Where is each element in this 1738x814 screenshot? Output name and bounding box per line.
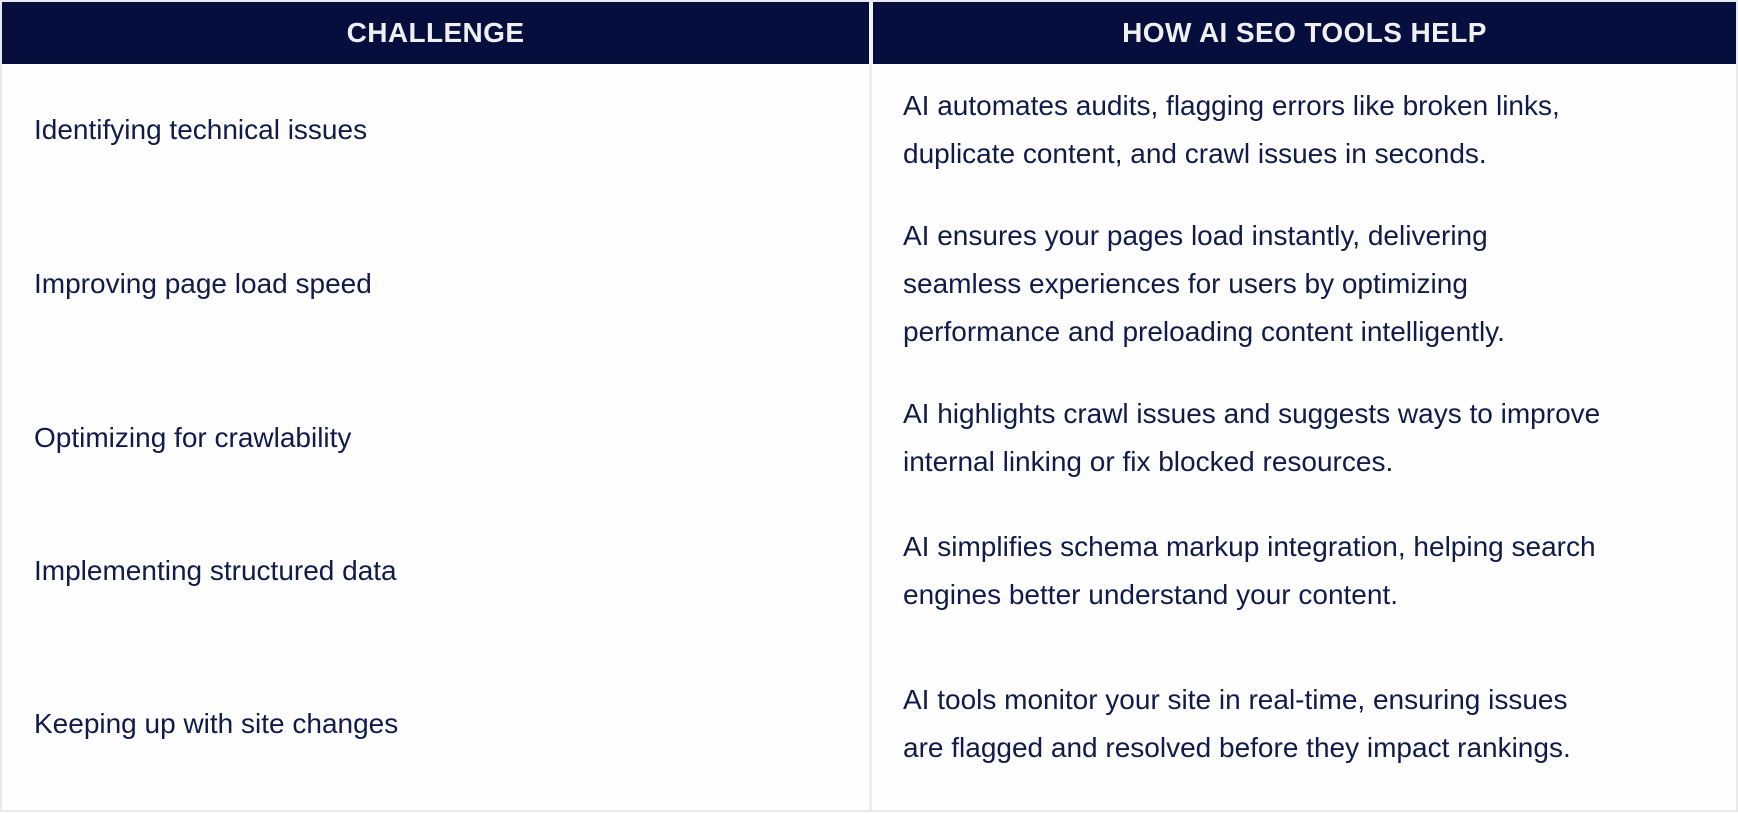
solution-cell: AI ensures your pages load instantly, de… xyxy=(869,195,1736,372)
solution-cell: AI automates audits, flagging errors lik… xyxy=(869,64,1736,195)
header-cell-challenge: CHALLENGE xyxy=(2,2,869,64)
header-cell-how-ai-seo-tools-help: HOW AI SEO TOOLS HELP xyxy=(869,2,1736,64)
challenge-cell: Improving page load speed xyxy=(2,195,869,372)
solution-cell: AI highlights crawl issues and suggests … xyxy=(869,372,1736,503)
challenge-cell: Optimizing for crawlability xyxy=(2,372,869,503)
solution-cell: AI simplifies schema markup integration,… xyxy=(869,503,1736,638)
challenge-cell: Identifying technical issues xyxy=(2,64,869,195)
challenge-cell: Keeping up with site changes xyxy=(2,638,869,810)
solution-cell: AI tools monitor your site in real-time,… xyxy=(869,638,1736,810)
challenge-cell: Implementing structured data xyxy=(2,503,869,638)
